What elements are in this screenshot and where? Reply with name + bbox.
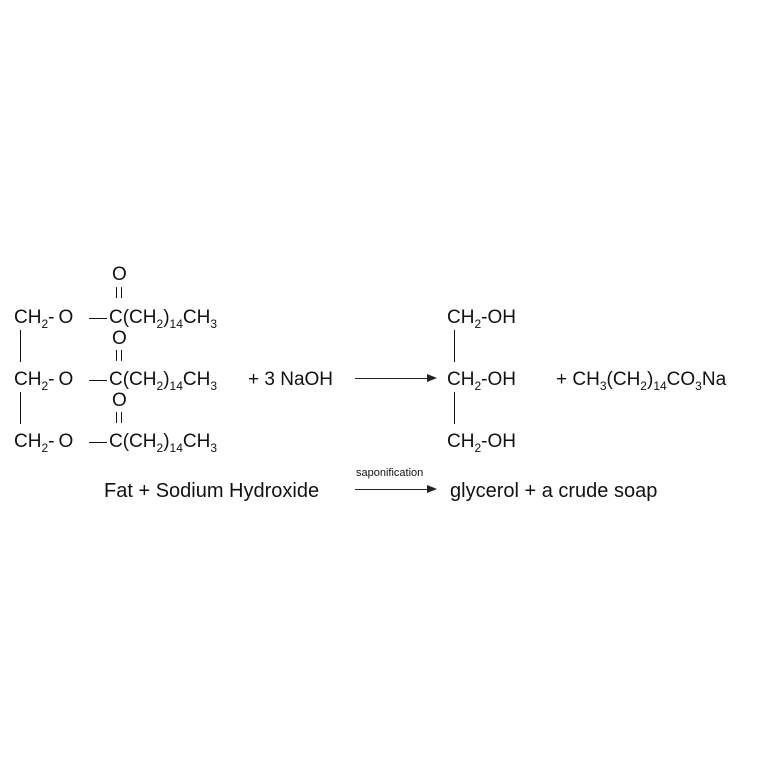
fat-row-1: CH2-O [14, 307, 74, 331]
arrow-label: saponification [356, 467, 424, 479]
saponification-arrow-icon [355, 484, 437, 493]
word-equation-left: Fat + Sodium Hydroxide [104, 480, 320, 502]
naoh-reagent: + 3 NaOH [248, 369, 334, 390]
backbone-bond-2 [20, 392, 21, 424]
carbonyl-oxygen-3: O [112, 390, 127, 411]
soap-product: + CH3(CH2)14CO3Na [556, 369, 727, 393]
reaction-arrow-icon [355, 373, 437, 382]
acyl-chain-3: C(CH2)14CH3 [109, 431, 218, 455]
ester-bond-3 [89, 442, 107, 443]
glycerol-row-2: CH2-OH [447, 369, 516, 393]
ester-bond-2 [89, 380, 107, 381]
double-bond-1 [116, 287, 122, 298]
backbone-bond-1 [20, 330, 21, 362]
acyl-chain-2: C(CH2)14CH3 [109, 369, 218, 393]
glycerol-bond-2 [454, 392, 455, 424]
ester-bond-1 [89, 318, 107, 319]
glycerol-row-1: CH2-OH [447, 307, 516, 331]
double-bond-3 [116, 412, 122, 423]
carbonyl-oxygen-1: O [112, 264, 127, 285]
fat-row-3: CH2-O [14, 431, 74, 455]
acyl-chain-1: C(CH2)14CH3 [109, 307, 218, 331]
glycerol-bond-1 [454, 330, 455, 362]
double-bond-2 [116, 350, 122, 361]
glycerol-row-3: CH2-OH [447, 431, 516, 455]
word-equation-right: glycerol + a crude soap [450, 480, 658, 502]
fat-row-2: CH2-O [14, 369, 74, 393]
carbonyl-oxygen-2: O [112, 328, 127, 349]
